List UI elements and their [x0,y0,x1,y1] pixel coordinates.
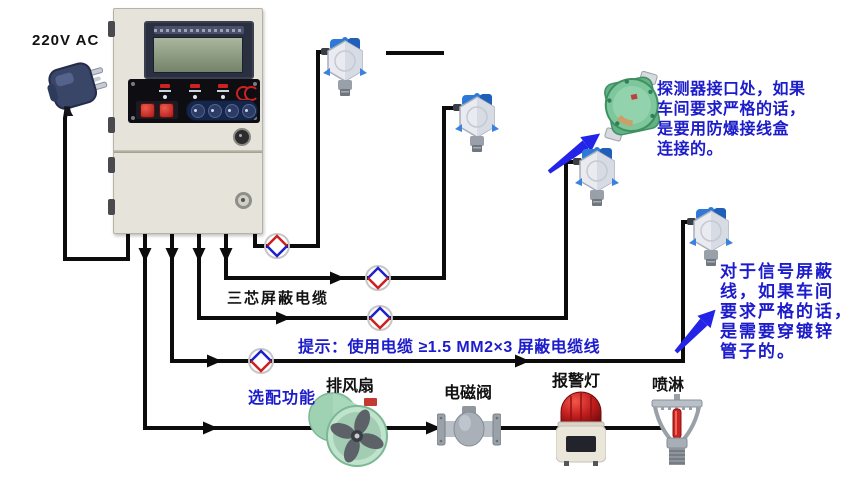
blue-pointer-arrow-icon [547,133,601,174]
cable-hint-label: 提示：使用电缆 ≥1.5 MM2×3 屏蔽电缆线 [298,339,601,356]
shielded-cable-label: 三芯屏蔽电缆 [227,290,330,307]
optional-function-label: 选配功能 [248,390,317,407]
junction-connector-icon [264,233,290,259]
lcd-screen [153,37,243,73]
mount-tab [108,21,115,37]
control-panel [128,79,260,123]
mount-tab [108,117,115,133]
junction-box-note: 探测器接口处，如果 车间要求严格的话， 是要用防爆接线盒 连接的。 [657,81,806,158]
screw-icon [131,116,135,120]
button-recess [136,101,178,119]
junction-connector-icon [248,348,274,374]
alarm-light-label: 报警灯 [552,373,601,390]
fan-label: 排风扇 [326,378,375,395]
power-plug-icon [46,56,116,116]
gas-detector-icon [321,36,369,98]
gas-detector-icon [687,206,735,268]
door-seam [114,150,262,153]
junction-connector-icon [365,265,391,291]
gas-alarm-controller [108,8,263,234]
valve-label: 电磁阀 [444,385,493,402]
blue-pointer-arrow-icon [674,309,716,354]
solenoid-valve-icon [437,406,501,450]
ce-mark-icon [236,86,259,101]
lcd-display [144,21,254,79]
lcd-header-strip [154,26,244,34]
panel-button[interactable] [208,104,222,118]
alarm-light-icon [556,390,606,468]
indicator-cluster [158,84,172,102]
red-button[interactable] [140,103,155,118]
panel-button[interactable] [225,104,239,118]
power-label: 220V AC [32,32,100,49]
red-button[interactable] [159,103,174,118]
junction-connector-icon [367,305,393,331]
indicator-cluster [216,84,230,102]
gas-detector-icon [453,92,501,154]
screw-icon [253,82,257,86]
mount-tab [108,199,115,215]
indicator-cluster [188,84,202,102]
exhaust-fan-icon [306,392,390,468]
sprinkler-icon [650,392,704,468]
panel-button[interactable] [242,104,256,118]
signal-cable-detector4 [170,220,689,363]
sprinkler-label: 喷淋 [652,377,685,394]
signal-cable-detector3 [197,160,575,320]
mount-tab [108,157,115,173]
junction-box-icon [600,68,664,144]
lock-icon [235,192,252,209]
flow-arrowheads [138,248,530,435]
gas-detector-icon [573,146,621,208]
shielded-wire-note: 对于信号屏蔽 线，如果车间 要求严格的话， 是需要穿镀锌 管子的。 [720,262,849,361]
signal-cable-detector1 [253,50,327,248]
button-strip [186,100,258,121]
panel-button[interactable] [191,104,205,118]
screw-icon [131,82,135,86]
keyhole-icon [233,128,251,146]
